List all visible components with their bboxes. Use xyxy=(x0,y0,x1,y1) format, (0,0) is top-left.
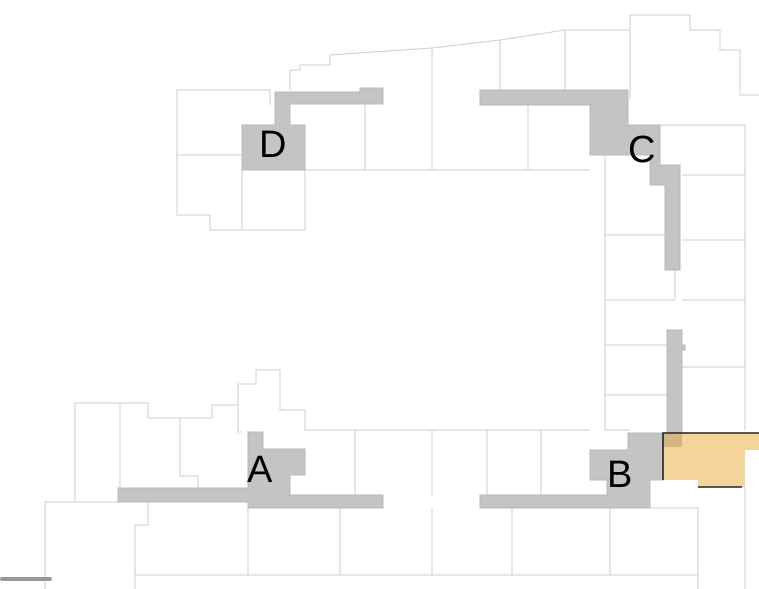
overlap-region xyxy=(663,433,682,447)
room[interactable] xyxy=(604,155,630,431)
room[interactable] xyxy=(135,574,699,589)
corridor-wing-a[interactable] xyxy=(117,431,384,509)
selected-unit-border xyxy=(662,432,759,480)
wing-label-b: B xyxy=(607,454,632,496)
room[interactable] xyxy=(610,507,699,575)
selected-unit[interactable] xyxy=(662,432,759,488)
selected-unit-fill[interactable] xyxy=(663,433,759,487)
wing-label-a: A xyxy=(247,449,273,491)
room[interactable] xyxy=(176,89,271,170)
room-outlines xyxy=(44,14,759,589)
room[interactable] xyxy=(660,124,746,430)
room[interactable] xyxy=(120,402,199,488)
room[interactable] xyxy=(431,105,590,171)
room[interactable] xyxy=(289,14,759,96)
wing-label-d: D xyxy=(259,124,286,166)
corridors xyxy=(117,87,686,509)
wing-labels: A B C D xyxy=(247,124,655,496)
corridor-wing-b[interactable] xyxy=(479,432,664,509)
corridor-wing-b-vertical[interactable] xyxy=(666,329,686,434)
wing-label-c: C xyxy=(628,129,655,171)
corridor-wing-c[interactable] xyxy=(479,89,681,271)
room[interactable] xyxy=(180,369,432,431)
room[interactable] xyxy=(44,402,121,589)
room[interactable] xyxy=(176,155,306,231)
room[interactable] xyxy=(134,502,149,589)
room[interactable] xyxy=(305,48,433,171)
room[interactable] xyxy=(237,384,242,433)
corridor-wing-d[interactable] xyxy=(241,87,384,171)
